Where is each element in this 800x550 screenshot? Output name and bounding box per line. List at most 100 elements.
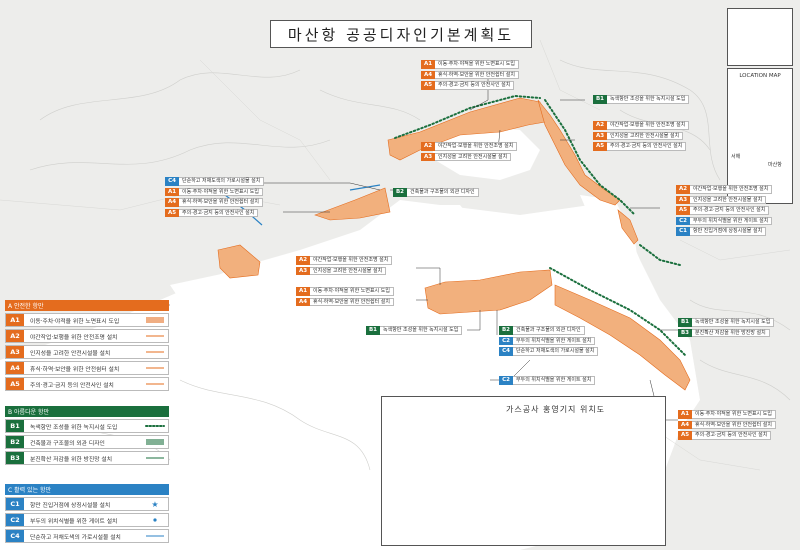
north-arrow-box	[727, 8, 793, 66]
legend-code: A4	[6, 362, 24, 374]
callout-text: 건축물과 구조물의 외관 디자인	[513, 326, 585, 335]
legend-text: 녹색항만 조성을 위한 녹지시설 도입	[30, 424, 118, 431]
callout-code: A5	[165, 208, 179, 217]
callout-text: 주의·경고·금지 등의 안전사인 설치	[692, 431, 772, 440]
callout-text: 부두의 위치식별을 위한 게이트 설치	[513, 376, 596, 385]
legend-text: 이동·주차·야적을 위한 노면표시 도입	[30, 318, 120, 325]
inset-map: 가스공사 홍영기지 위치도	[381, 396, 666, 546]
legend-code: C4	[6, 530, 24, 542]
callout-code: A3	[296, 266, 310, 275]
callout-code: A3	[593, 131, 607, 140]
callout-text: 녹색항만 조성을 위한 녹지시설 도입	[607, 95, 690, 104]
legend-text: 항만 진입거점에 상징시설물 설치	[30, 502, 111, 509]
legend-text: 야간작업·보행을 위한 안전조명 설치	[30, 334, 118, 341]
callout-text: 이동·주차·야적을 위한 노면표시 도입	[310, 287, 394, 296]
legend-text: 건축물과 구조물의 외관 디자인	[30, 440, 105, 447]
legend-symbol	[142, 516, 168, 524]
callout-code: A2	[676, 185, 690, 194]
legend-symbol	[142, 316, 168, 324]
callout-code: C2	[676, 216, 690, 225]
line-legend-symbol	[146, 457, 164, 459]
legend-code: C1	[6, 498, 24, 510]
legend-symbol	[142, 332, 168, 340]
dot-legend-symbol	[153, 518, 157, 522]
callout-code: A4	[421, 70, 435, 79]
legend-text: 휴식·하역·보안을 위한 안전쉼터 설치	[30, 366, 120, 373]
callout-code: B1	[593, 95, 607, 104]
legend-header: A 안전한 항만	[5, 300, 169, 311]
callout-code: B2	[393, 188, 407, 197]
callout-code: C1	[676, 227, 690, 236]
callout-code: A5	[593, 142, 607, 151]
callout-text: 건축물과 구조물의 외관 디자인	[407, 188, 479, 197]
callout-text: 인지성을 고려한 안전시설물 설치	[435, 152, 512, 161]
legend-symbol	[142, 438, 168, 446]
legend-code: A2	[6, 330, 24, 342]
callout-text: 단순하고 저채도색의 가로시설물 설치	[513, 347, 599, 356]
callout-code: A4	[678, 420, 692, 429]
callout-code: C4	[165, 177, 179, 186]
callout-text: 휴식·하역·보안을 위한 안전쉼터 설치	[435, 70, 519, 79]
callout-code: A2	[421, 142, 435, 151]
callout-code: A1	[421, 60, 435, 69]
callout-code: A3	[421, 152, 435, 161]
legend-row: A4 휴식·하역·보안을 위한 안전쉼터 설치	[5, 361, 169, 375]
legend-code: B2	[6, 436, 24, 448]
callout-code: A1	[678, 410, 692, 419]
legend-symbol	[142, 532, 168, 540]
callout-text: 휴식·하역·보안을 위한 안전쉼터 설치	[310, 297, 394, 306]
callout-text: 이동·주차·야적을 위한 노면표시 도입	[692, 410, 776, 419]
line-legend-symbol	[146, 535, 164, 537]
legend-row: A1 이동·주차·야적을 위한 노면표시 도입	[5, 313, 169, 327]
legend-code: A5	[6, 378, 24, 390]
callout-text: 휴식·하역·보안을 위한 안전쉼터 설치	[179, 198, 263, 207]
callout-text: 주의·경고·금지 등의 안전사인 설치	[690, 206, 770, 215]
callout-text: 부두의 위치식별을 위한 게이트 설치	[513, 336, 596, 345]
line-legend-symbol	[146, 383, 164, 385]
callout-code: C4	[499, 347, 513, 356]
callout-text: 야간작업·보행을 위한 안전조명 설치	[310, 256, 393, 265]
callout-text: 휴식·하역·보안을 위한 안전쉼터 설치	[692, 420, 776, 429]
legend-symbol	[142, 422, 168, 430]
callout-text: 인지성을 고려한 안전시설물 설치	[310, 266, 387, 275]
callout-text: 야간작업·보행을 위한 안전조명 설치	[435, 142, 518, 151]
legend-code: A1	[6, 314, 24, 326]
callout-text: 주의·경고·금지 등의 안전사인 설치	[607, 142, 687, 151]
legend-text: 주의·경고·금지 등의 안전사인 설치	[30, 382, 114, 389]
hatch-legend-symbol	[146, 317, 164, 323]
legend-code: A3	[6, 346, 24, 358]
legend-symbol	[142, 348, 168, 356]
legend-group-a: A 안전한 항만 A1 이동·주차·야적을 위한 노면표시 도입 A2 야간작업·보행을…	[5, 300, 169, 391]
